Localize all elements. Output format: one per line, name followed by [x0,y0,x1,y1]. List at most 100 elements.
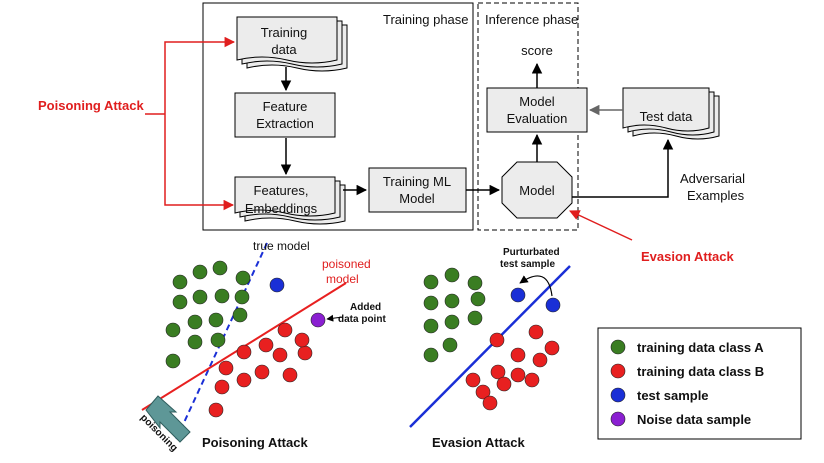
model-label: Model [519,183,555,198]
legend-label: training data class A [637,340,764,355]
score-label: score [521,43,553,58]
class-b-point [294,332,310,348]
model-node: Model [501,161,573,219]
features-label-2: Embeddings [245,201,318,216]
class-b-point [297,345,313,361]
adversarial-label-2: Examples [687,188,745,203]
poisoning-attack-top-label: Poisoning Attack [38,98,144,113]
training-ml-label-2: Model [399,191,435,206]
class-a-point [192,289,208,305]
poisoned-model-label-2: model [326,272,359,286]
test-data-node: Test data [622,87,720,140]
feature-extraction-label-2: Extraction [256,116,314,131]
features-embeddings-node: Features, Embeddings [234,176,346,225]
training-ml-label-1: Training ML [383,174,451,189]
added-point-pointer [326,314,344,322]
poisoned-model-label-1: poisoned [322,257,371,271]
class-a-point [232,307,248,323]
class-a-point [234,289,250,305]
class-b-point [282,367,298,383]
legend-swatch [610,387,626,403]
noise-data-point [310,312,326,328]
class-b-point [524,372,540,388]
class-b-point [236,372,252,388]
class-a-point [214,288,230,304]
evasion-attack-top-label: Evasion Attack [641,249,734,264]
feature-extraction-label-1: Feature [263,99,308,114]
class-a-point [423,274,439,290]
class-b-point [510,367,526,383]
test-data-label: Test data [640,109,694,124]
feature-extraction-node: Feature Extraction [234,92,336,138]
class-b-point [258,337,274,353]
training-phase-box [202,2,474,231]
features-label-1: Features, [254,183,309,198]
training-ml-model-node: Training ML Model [368,167,467,213]
poisoning-scatter-points [165,260,326,418]
class-b-point [254,364,270,380]
class-b-point [496,376,512,392]
inference-phase-box [477,2,579,231]
class-a-point [172,294,188,310]
class-a-point [235,270,251,286]
training-phase-label: Training phase [383,12,469,27]
class-b-point [465,372,481,388]
class-a-point [444,293,460,309]
perturbated-label-2: test sample [500,259,555,270]
class-b-point [482,395,498,411]
class-b-point [236,344,252,360]
class-b-point [214,379,230,395]
class-a-point [192,264,208,280]
class-b-point [489,332,505,348]
poisoning-arrow-to-training-data [164,36,236,114]
perturbated-label-1: Purturbated [503,247,560,258]
class-b-point [532,352,548,368]
class-a-point [467,275,483,291]
class-a-point [442,337,458,353]
class-a-point [423,295,439,311]
class-b-point [218,360,234,376]
legend-swatch [610,339,626,355]
class-b-point [544,340,560,356]
test-sample-point [269,277,285,293]
evasion-caption: Evasion Attack [432,435,525,450]
class-b-point [272,347,288,363]
legend-swatch [610,411,626,427]
class-a-point [423,347,439,363]
perturbation-arrow [519,275,553,297]
class-a-point [165,322,181,338]
training-data-label-2: data [271,42,297,57]
model-eval-label-1: Model [519,94,555,109]
class-a-point [172,274,188,290]
evasion-boundary-line [409,265,571,428]
true-model-label: true model [253,239,310,253]
class-a-point [187,314,203,330]
class-a-point [467,310,483,326]
training-data-node: Training data [236,16,348,72]
class-b-point [528,324,544,340]
poisoning-block-arrow [145,395,191,443]
inference-phase-label: Inference phase [485,12,578,27]
adversarial-label-1: Adversarial [680,171,745,186]
training-data-label-1: Training [261,25,307,40]
class-a-point [165,353,181,369]
perturbated-test-sample-point [510,287,526,303]
legend-swatch [610,363,626,379]
model-eval-label-2: Evaluation [507,111,568,126]
legend-label: Noise data sample [637,412,751,427]
poisoning-caption: Poisoning Attack [202,435,308,450]
arrow-model-to-adversarial [572,138,674,198]
class-a-point [423,318,439,334]
added-data-point-label-2: data point [338,314,386,325]
poisoning-arrow-to-features [164,114,235,211]
true-model-line [174,242,268,443]
class-a-point [212,260,228,276]
class-a-point [208,312,224,328]
class-b-point [475,384,491,400]
class-b-point [510,347,526,363]
original-test-sample-point [545,297,561,313]
class-b-point [208,402,224,418]
legend-label: test sample [637,388,709,403]
